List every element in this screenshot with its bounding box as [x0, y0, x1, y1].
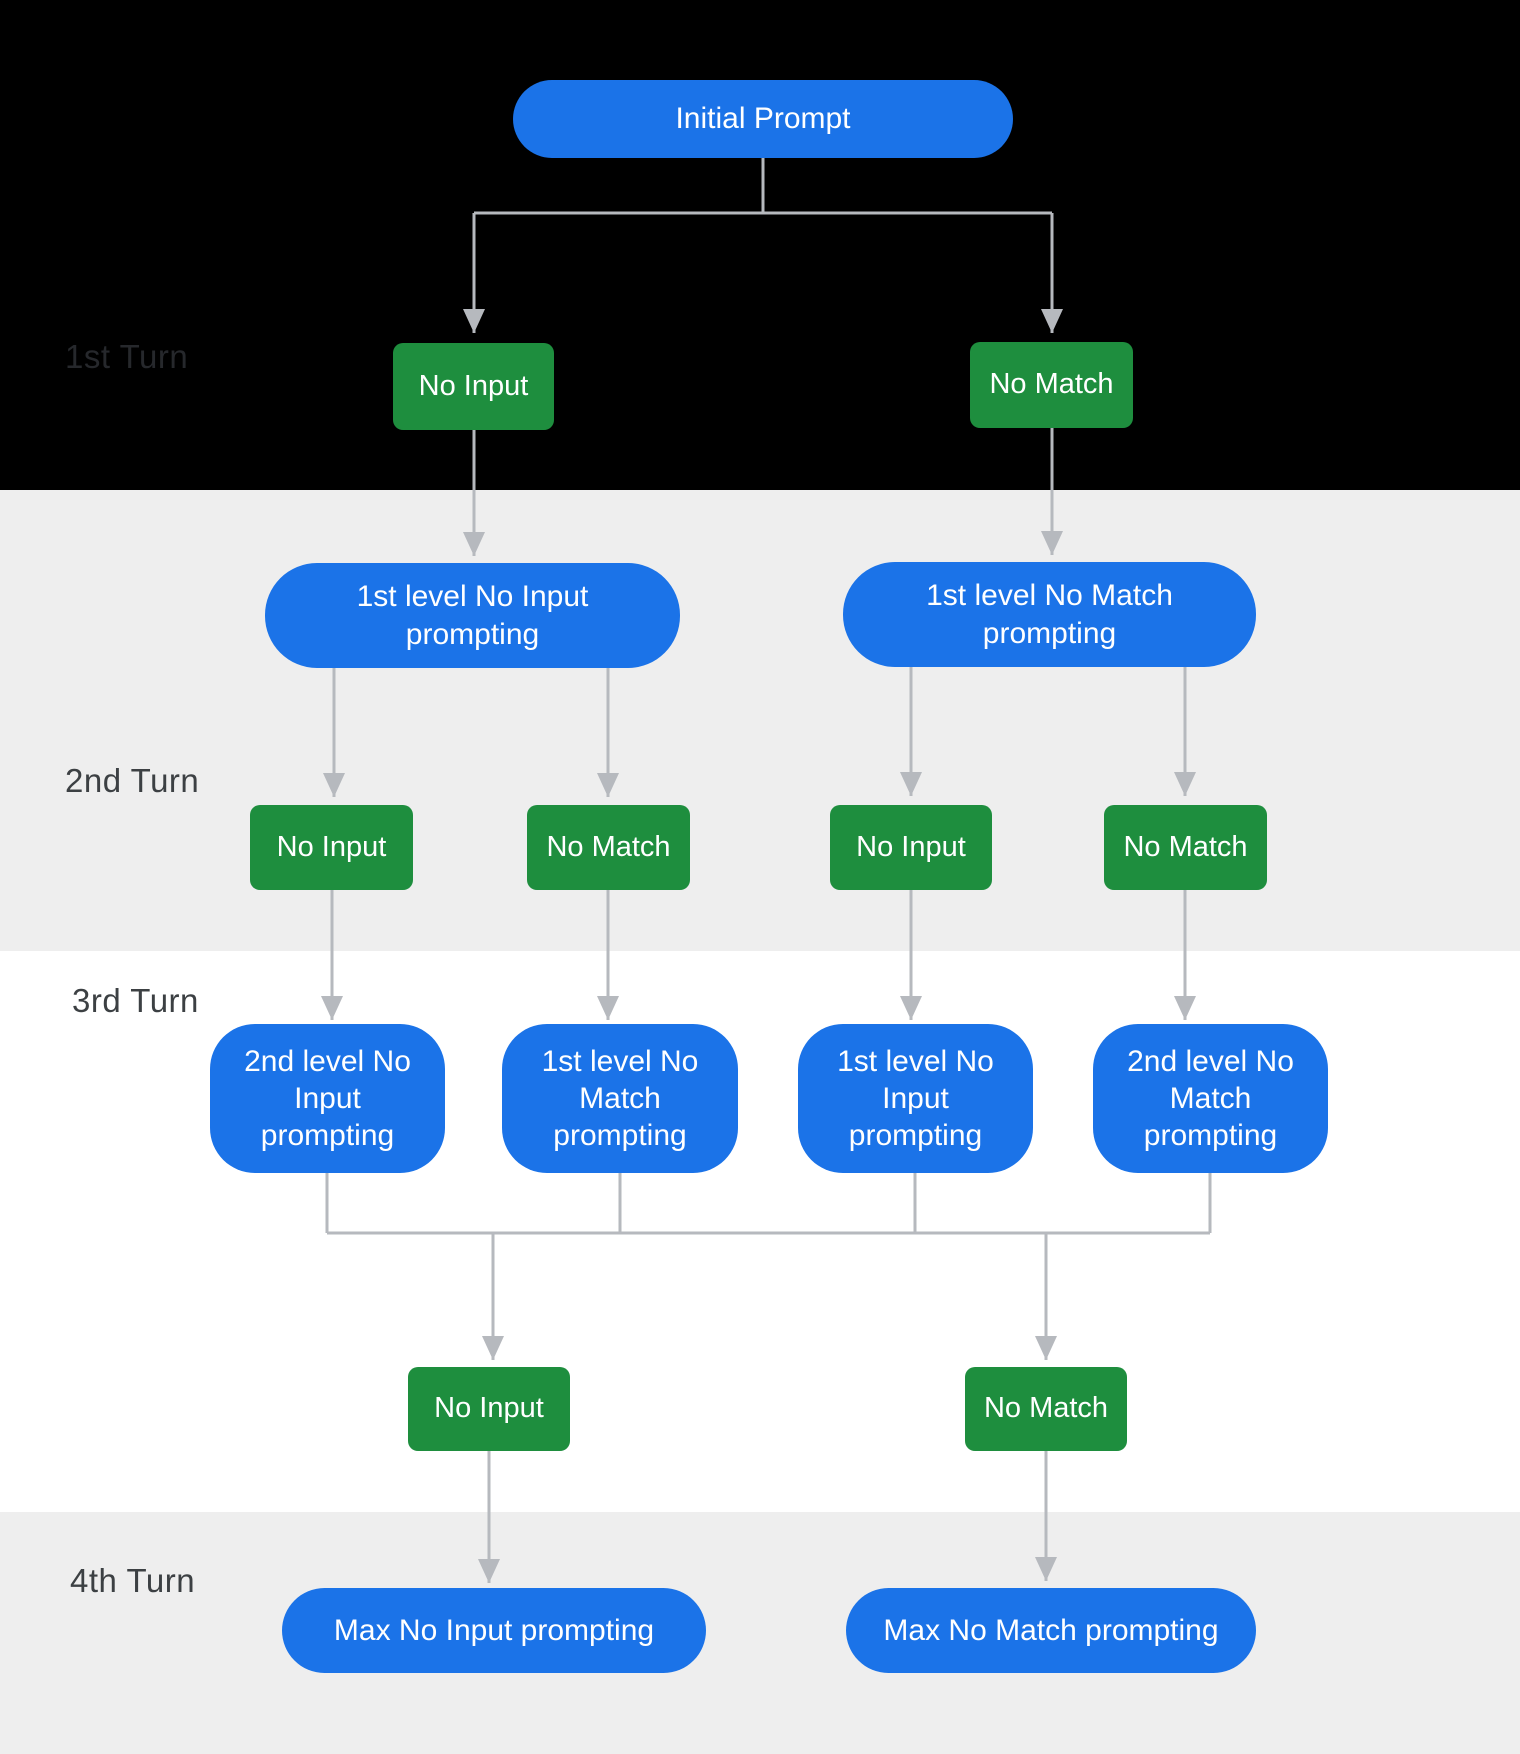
- node-t3-no-input: No Input: [408, 1367, 570, 1451]
- turn-label-4th: 4th Turn: [70, 1562, 196, 1599]
- node-1st-level-no-input-prompting: 1st level No Input prompting: [265, 563, 680, 668]
- turn-label-2nd: 2nd Turn: [65, 762, 200, 799]
- node-max-no-input-prompting: Max No Input prompting: [282, 1588, 706, 1673]
- node-2nd-level-no-match-prompting: 2nd level No Match prompting: [1093, 1024, 1328, 1173]
- node-max-no-match-prompting: Max No Match prompting: [846, 1588, 1256, 1673]
- node-1st-level-no-match-prompting-2: 1st level No Match prompting: [502, 1024, 738, 1173]
- band-turn1-black: [0, 0, 1520, 490]
- node-2nd-level-no-input-prompting: 2nd level No Input prompting: [210, 1024, 445, 1173]
- node-t2-no-match-a: No Match: [527, 805, 690, 890]
- band-turn4-gray: [0, 1512, 1520, 1754]
- band-turn2-gray: [0, 490, 1520, 951]
- node-t2-no-input-b: No Input: [830, 805, 992, 890]
- node-1st-level-no-match-prompting: 1st level No Match prompting: [843, 562, 1256, 667]
- node-t1-no-match: No Match: [970, 342, 1133, 428]
- node-t3-no-match: No Match: [965, 1367, 1127, 1451]
- node-t2-no-match-b: No Match: [1104, 805, 1267, 890]
- node-initial-prompt: Initial Prompt: [513, 80, 1013, 158]
- node-1st-level-no-input-prompting-2: 1st level No Input prompting: [798, 1024, 1033, 1173]
- node-t2-no-input-a: No Input: [250, 805, 413, 890]
- turn-label-3rd: 3rd Turn: [72, 982, 199, 1019]
- node-t1-no-input: No Input: [393, 343, 554, 430]
- turn-label-1st: 1st Turn: [65, 338, 189, 375]
